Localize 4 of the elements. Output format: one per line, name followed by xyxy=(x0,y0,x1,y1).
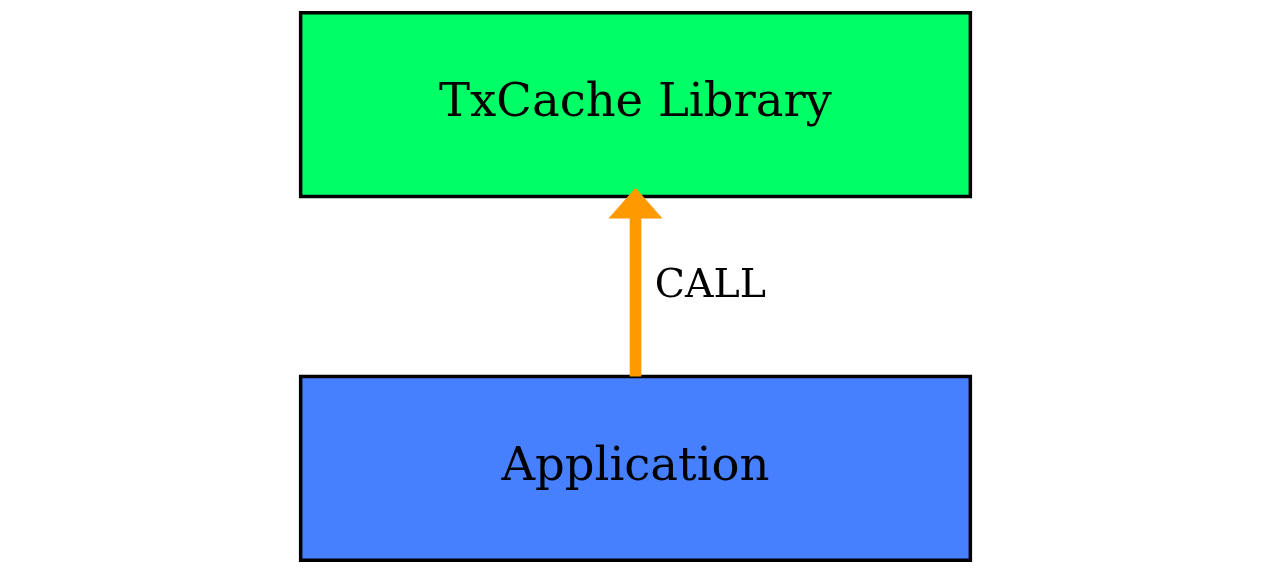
node-box: TxCache Library xyxy=(298,10,973,199)
arrow xyxy=(608,187,663,377)
edge-label: CALL xyxy=(654,260,766,307)
node-box: Application xyxy=(298,374,973,563)
